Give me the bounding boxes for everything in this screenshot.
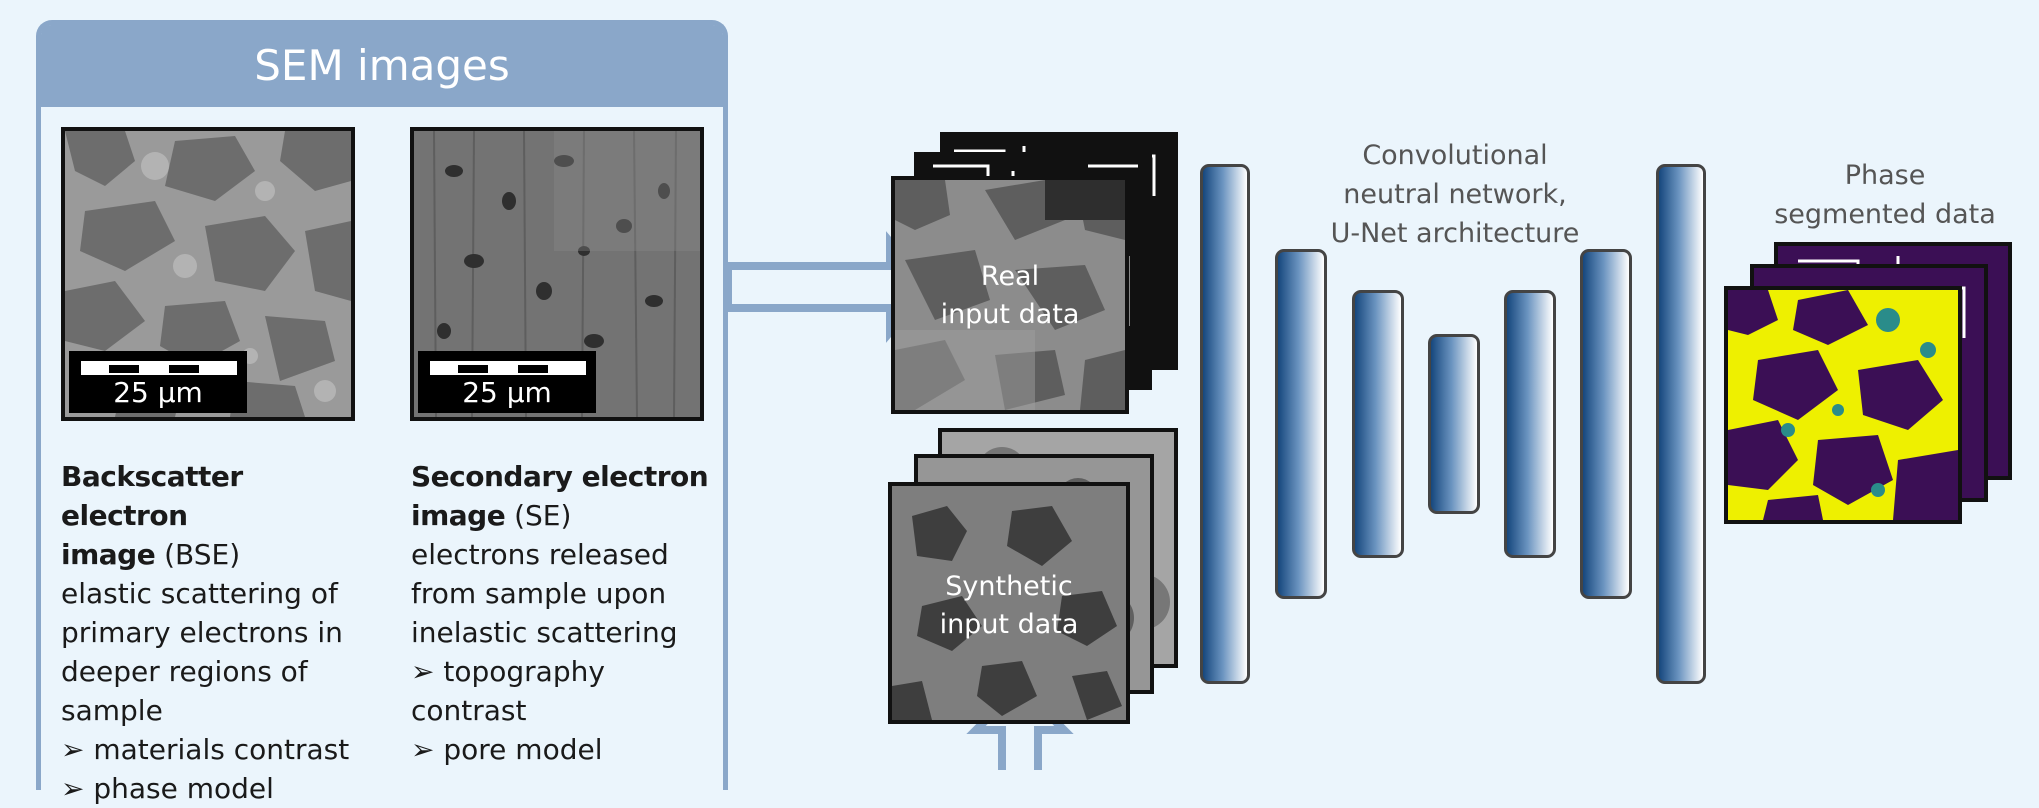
se-line: ➢ pore model: [411, 733, 603, 766]
se-line: from sample upon: [411, 577, 667, 610]
unet-bottleneck: [1428, 334, 1480, 514]
se-scale-bar: 25 µm: [418, 351, 596, 413]
unet-layer-7: [1656, 164, 1706, 684]
unet-layer-1: [1200, 164, 1250, 684]
bse-line: ➢ materials contrast: [61, 733, 350, 766]
unet-layer-2: [1275, 249, 1327, 599]
unet-layer-3: [1352, 290, 1404, 558]
unet-layer-5: [1504, 290, 1556, 558]
se-scale-label: 25 µm: [462, 376, 552, 409]
synthetic-input-label-line2: input data: [939, 609, 1079, 640]
se-title: Secondary electron: [411, 460, 709, 493]
unet-layer-6: [1580, 249, 1632, 599]
se-line: contrast: [411, 694, 527, 727]
output-caption: Phase segmented data: [1774, 160, 1996, 230]
real-input-label-line1: Real: [980, 261, 1040, 292]
panel-title: SEM images: [41, 25, 723, 107]
bse-line: deeper regions of: [61, 655, 308, 688]
network-caption: Convolutional neutral network, U-Net arc…: [1330, 140, 1580, 249]
real-input-label-line2: input data: [940, 299, 1080, 330]
segmented-output-tile: [1724, 286, 1962, 524]
se-image: 25 µm: [410, 127, 704, 421]
bse-scale-label: 25 µm: [113, 376, 203, 409]
bse-line: elastic scattering of: [61, 577, 338, 610]
bse-line: primary electrons in: [61, 616, 343, 649]
bse-scale-bar: 25 µm: [69, 351, 247, 413]
se-description: Secondary electron image (SE) electrons …: [411, 457, 711, 769]
real-input-tile: Real input data: [891, 176, 1129, 414]
synthetic-input-tile: Synthetic input data: [888, 482, 1130, 724]
bse-line: sample: [61, 694, 163, 727]
se-abbr: (SE): [505, 499, 572, 532]
se-line: electrons released: [411, 538, 669, 571]
bse-line: ➢ phase model: [61, 772, 274, 805]
se-line: inelastic scattering: [411, 616, 678, 649]
bse-title: Backscatter electron: [61, 460, 243, 532]
se-line: ➢ topography: [411, 655, 605, 688]
bse-description: Backscatter electron image (BSE) elastic…: [61, 457, 361, 808]
bse-abbr: (BSE): [155, 538, 241, 571]
sem-images-panel: SEM images: [36, 20, 728, 805]
bse-image: 25 µm: [61, 127, 355, 421]
synthetic-input-label-line1: Synthetic: [945, 571, 1073, 602]
